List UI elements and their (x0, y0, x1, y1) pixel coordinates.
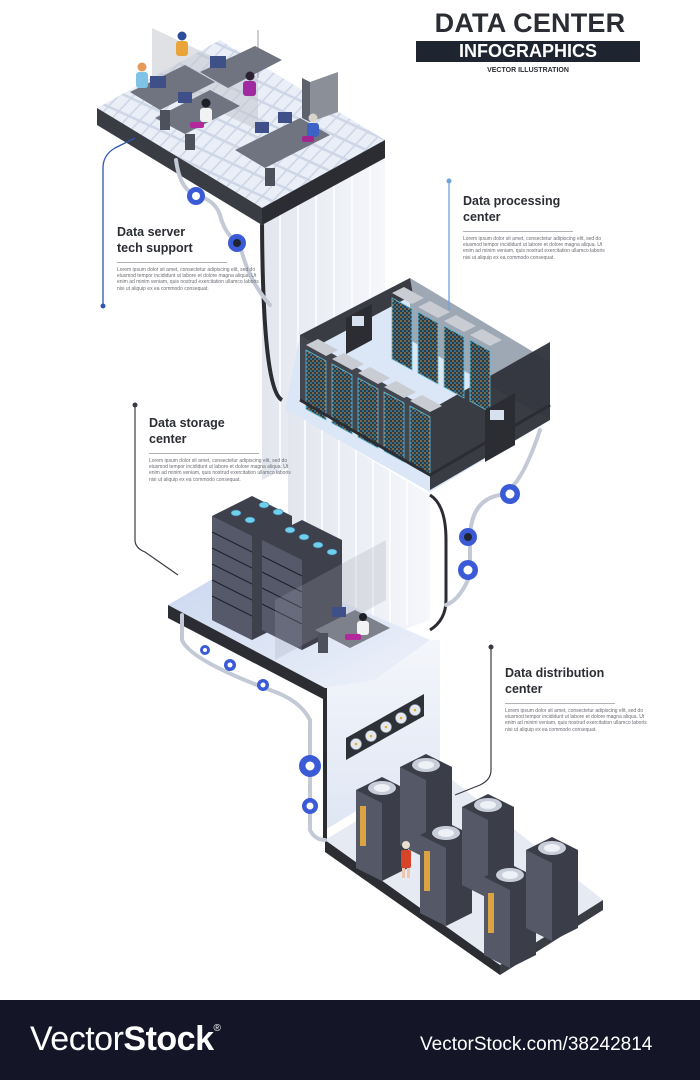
vectorstock-logo[interactable]: VectorStock® (30, 1020, 221, 1059)
label-body: Lorem ipsum dolor sit amet, consectetur … (463, 236, 605, 261)
infographic-subtitle: VECTOR ILLUSTRATION (487, 67, 569, 74)
gear-icon (224, 659, 236, 671)
infographic-title: DATA CENTER (434, 8, 626, 38)
office-worker-1 (136, 62, 148, 88)
gear-icon (500, 484, 520, 504)
label-heading: center (463, 210, 501, 224)
technician (401, 841, 411, 878)
rack-6 (526, 837, 578, 941)
isometric-illustration (97, 28, 603, 975)
infographic-banner: INFOGRAPHICS (416, 41, 640, 62)
processing-room (285, 278, 551, 492)
distribution-racks (356, 754, 578, 968)
logo-text-light: Vector (30, 1020, 124, 1058)
image-url-link[interactable]: VectorStock.com/38242814 (420, 1034, 653, 1055)
gear-icons (187, 187, 520, 814)
label-heading: tech support (117, 241, 193, 255)
label-body: Lorem ipsum dolor sit amet, consectetur … (117, 267, 259, 292)
label-divider (505, 703, 615, 704)
office-worker-2 (176, 31, 188, 56)
label-processing: Data processing center Lorem ipsum dolor… (463, 193, 613, 261)
gear-icon (228, 234, 246, 252)
label-divider (149, 453, 259, 454)
gear-icon (200, 645, 210, 655)
label-distribution: Data distribution center Lorem ipsum dol… (505, 665, 655, 733)
callout-lines (102, 137, 492, 796)
office-worker-5 (302, 113, 319, 142)
tech-support-floor (97, 28, 385, 225)
label-heading: Data storage (149, 416, 225, 430)
watermark-footer: VectorStock® VectorStock.com/38242814 (0, 1000, 700, 1080)
callout-line-storage (134, 405, 179, 576)
callout-line-distribution (454, 647, 492, 796)
label-body: Lorem ipsum dolor sit amet, consectetur … (149, 458, 291, 483)
office-worker-3 (243, 71, 256, 96)
gear-icon (302, 798, 318, 814)
office-worker-4 (190, 98, 212, 128)
gear-icon (458, 560, 478, 580)
infographic-canvas: DATA CENTER INFOGRAPHICS VECTOR ILLUSTRA… (97, 8, 655, 975)
label-heading: Data server (117, 225, 186, 239)
rack-3 (420, 822, 472, 926)
label-divider (117, 262, 227, 263)
storage-floor (168, 496, 430, 700)
callout-line-tech-support (102, 137, 136, 306)
label-heading: center (505, 682, 543, 696)
registered-mark: ® (213, 1023, 221, 1034)
label-storage: Data storage center Lorem ipsum dolor si… (149, 415, 299, 483)
label-divider (463, 231, 573, 232)
gear-icon (257, 679, 269, 691)
label-heading: Data distribution (505, 666, 605, 680)
label-heading: center (149, 432, 187, 446)
pipes (174, 158, 542, 842)
label-tech-support: Data server tech support Lorem ipsum dol… (117, 224, 267, 292)
gear-icon (459, 528, 477, 546)
label-heading: Data processing (463, 194, 561, 208)
storage-operator (345, 613, 369, 640)
logo-text-bold: Stock (123, 1020, 214, 1058)
distribution-wall (322, 640, 440, 840)
gear-icon (187, 187, 205, 205)
callout-dots (100, 178, 494, 650)
label-body: Lorem ipsum dolor sit amet, consectetur … (505, 708, 647, 733)
gear-icon (299, 755, 321, 777)
